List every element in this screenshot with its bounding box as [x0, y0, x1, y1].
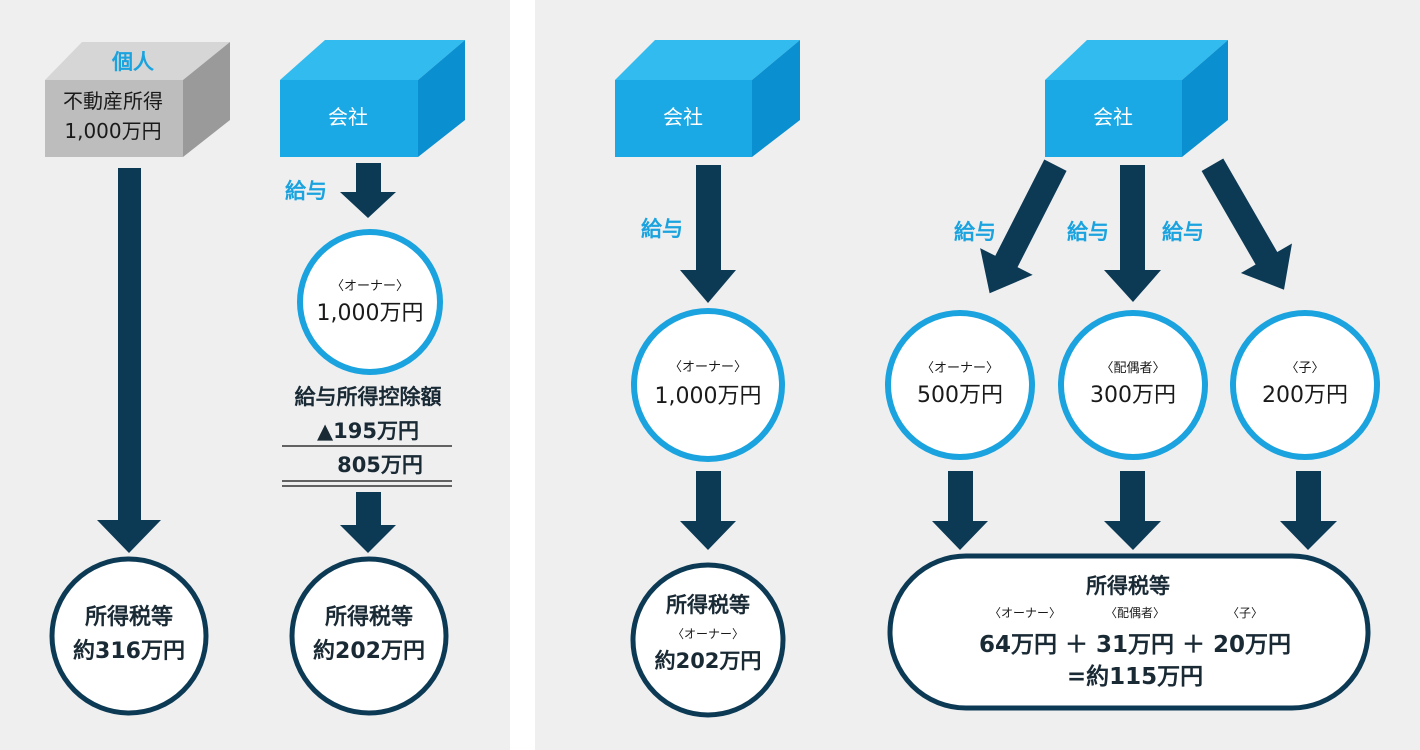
single-tax-circle: 所得税等 〈オーナー〉 約202万円 [630, 562, 786, 718]
arrow-down-icon [97, 168, 161, 553]
salary-label: 給与 [954, 220, 996, 244]
company-cube: 会社 [615, 40, 800, 157]
recipient-amount: 200万円 [1262, 383, 1348, 408]
company-tax-circle: 所得税等 約202万円 [289, 556, 449, 716]
company-label: 会社 [328, 105, 368, 129]
owner-circle: 〈オーナー〉 500万円 [885, 310, 1035, 460]
deduction-result: 805万円 [337, 453, 423, 477]
tax-role: 〈オーナー〉 [989, 606, 1061, 620]
company-cube: 会社 [1045, 40, 1228, 157]
arrow-down-icon [932, 471, 988, 550]
split-tax-box: 所得税等 〈オーナー〉 〈配偶者〉 〈子〉 64万円 ＋ 31万円 ＋ 20万円… [887, 553, 1371, 711]
deduction-amount: ▲195万円 [317, 419, 419, 443]
tax-label: 所得税等 [1086, 574, 1170, 598]
arrow-down-icon [340, 163, 396, 218]
individual-tax-circle: 所得税等 約316万円 [49, 556, 209, 716]
tax-label: 所得税等 [85, 604, 173, 630]
recipient-role: 〈子〉 [1285, 361, 1324, 376]
child-circle: 〈子〉 200万円 [1230, 310, 1380, 460]
recipient-role: 〈オーナー〉 [921, 361, 999, 376]
recipient-amount: 300万円 [1090, 383, 1176, 408]
tax-formula: 64万円 ＋ 31万円 ＋ 20万円 [979, 632, 1291, 658]
recipient-amount: 500万円 [917, 383, 1003, 408]
company-label: 会社 [663, 105, 703, 129]
tax-role: 〈配偶者〉 [1105, 606, 1165, 620]
tax-total: =約115万円 [1067, 663, 1203, 690]
arrow-down-icon [680, 165, 736, 303]
company-cube: 会社 [280, 40, 465, 157]
tax-amount: 約202万円 [313, 638, 425, 664]
tax-amount: 約316万円 [73, 638, 185, 664]
recipient-role: 〈配偶者〉 [1100, 361, 1165, 376]
income-amount: 1,000万円 [64, 119, 161, 143]
company-label: 会社 [1093, 105, 1133, 129]
owner-circle: 〈オーナー〉 1,000万円 [297, 229, 443, 375]
owner-circle: 〈オーナー〉 1,000万円 [631, 308, 785, 462]
salary-label: 給与 [1067, 220, 1109, 244]
deduction-title: 給与所得控除額 [295, 385, 442, 409]
tax-role: 〈オーナー〉 [672, 627, 744, 641]
arrow-down-icon [340, 492, 396, 553]
owner-role: 〈オーナー〉 [669, 360, 747, 375]
deduction-calculation: 給与所得控除額 ▲195万円 805万円 [282, 385, 452, 487]
arrow-down-icon [1104, 165, 1161, 302]
arrow-diagonal-right-icon [1201, 158, 1292, 290]
owner-amount: 1,000万円 [317, 301, 424, 326]
individual-label: 個人 [111, 50, 154, 74]
tax-label: 所得税等 [325, 604, 413, 630]
salary-label: 給与 [1162, 220, 1204, 244]
owner-role: 〈オーナー〉 [331, 279, 409, 294]
arrow-down-icon [1280, 471, 1337, 550]
spouse-circle: 〈配偶者〉 300万円 [1058, 310, 1208, 460]
salary-label: 給与 [641, 217, 683, 241]
salary-label: 給与 [285, 179, 327, 203]
arrow-down-icon [1104, 471, 1161, 550]
arrow-down-icon [680, 471, 736, 550]
individual-cube: 個人 不動産所得 1,000万円 [45, 42, 230, 157]
tax-role: 〈子〉 [1227, 606, 1263, 620]
arrow-diagonal-left-icon [980, 159, 1067, 294]
tax-amount: 約202万円 [655, 649, 762, 673]
tax-label: 所得税等 [666, 593, 750, 617]
income-type: 不動産所得 [63, 89, 163, 113]
owner-amount: 1,000万円 [655, 384, 762, 409]
